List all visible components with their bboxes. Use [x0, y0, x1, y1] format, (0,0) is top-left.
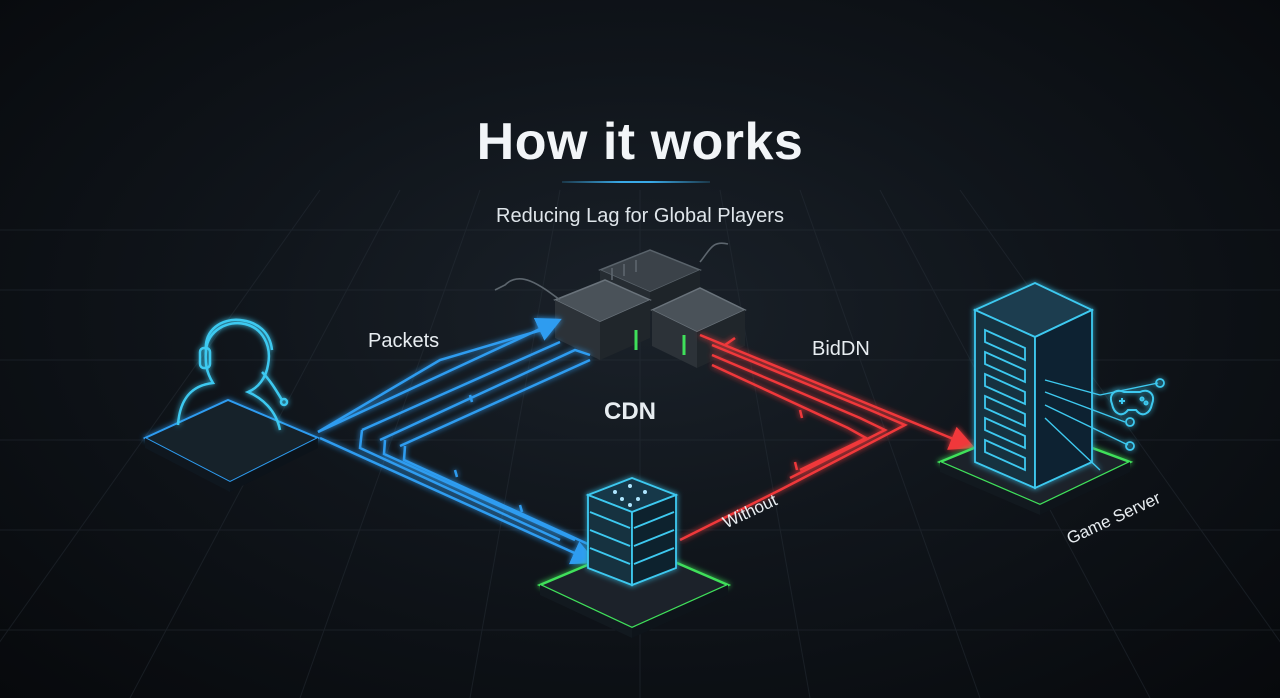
- gamepad-icon: [1110, 389, 1154, 416]
- server-tower-icon: [972, 282, 1165, 490]
- cdn-node: [536, 477, 732, 638]
- headset-user-icon: [176, 318, 289, 431]
- title-underline: [562, 181, 710, 183]
- page-subtitle: Reducing Lag for Global Players: [496, 205, 784, 227]
- router-hub-node: [494, 242, 747, 368]
- network-switch-icon: [494, 242, 747, 368]
- packets-label: Packets: [368, 330, 440, 352]
- blue-packet-paths: [317, 318, 597, 565]
- page-title: How it works: [476, 113, 804, 171]
- player-node: [142, 318, 321, 492]
- server-stack-icon: [585, 477, 679, 587]
- player-platform: [142, 398, 321, 492]
- red-bidn-paths: [679, 333, 975, 542]
- cdn-label: CDN: [604, 398, 656, 425]
- bidn-label: BidDN: [812, 338, 870, 360]
- game-server-node: [936, 282, 1165, 515]
